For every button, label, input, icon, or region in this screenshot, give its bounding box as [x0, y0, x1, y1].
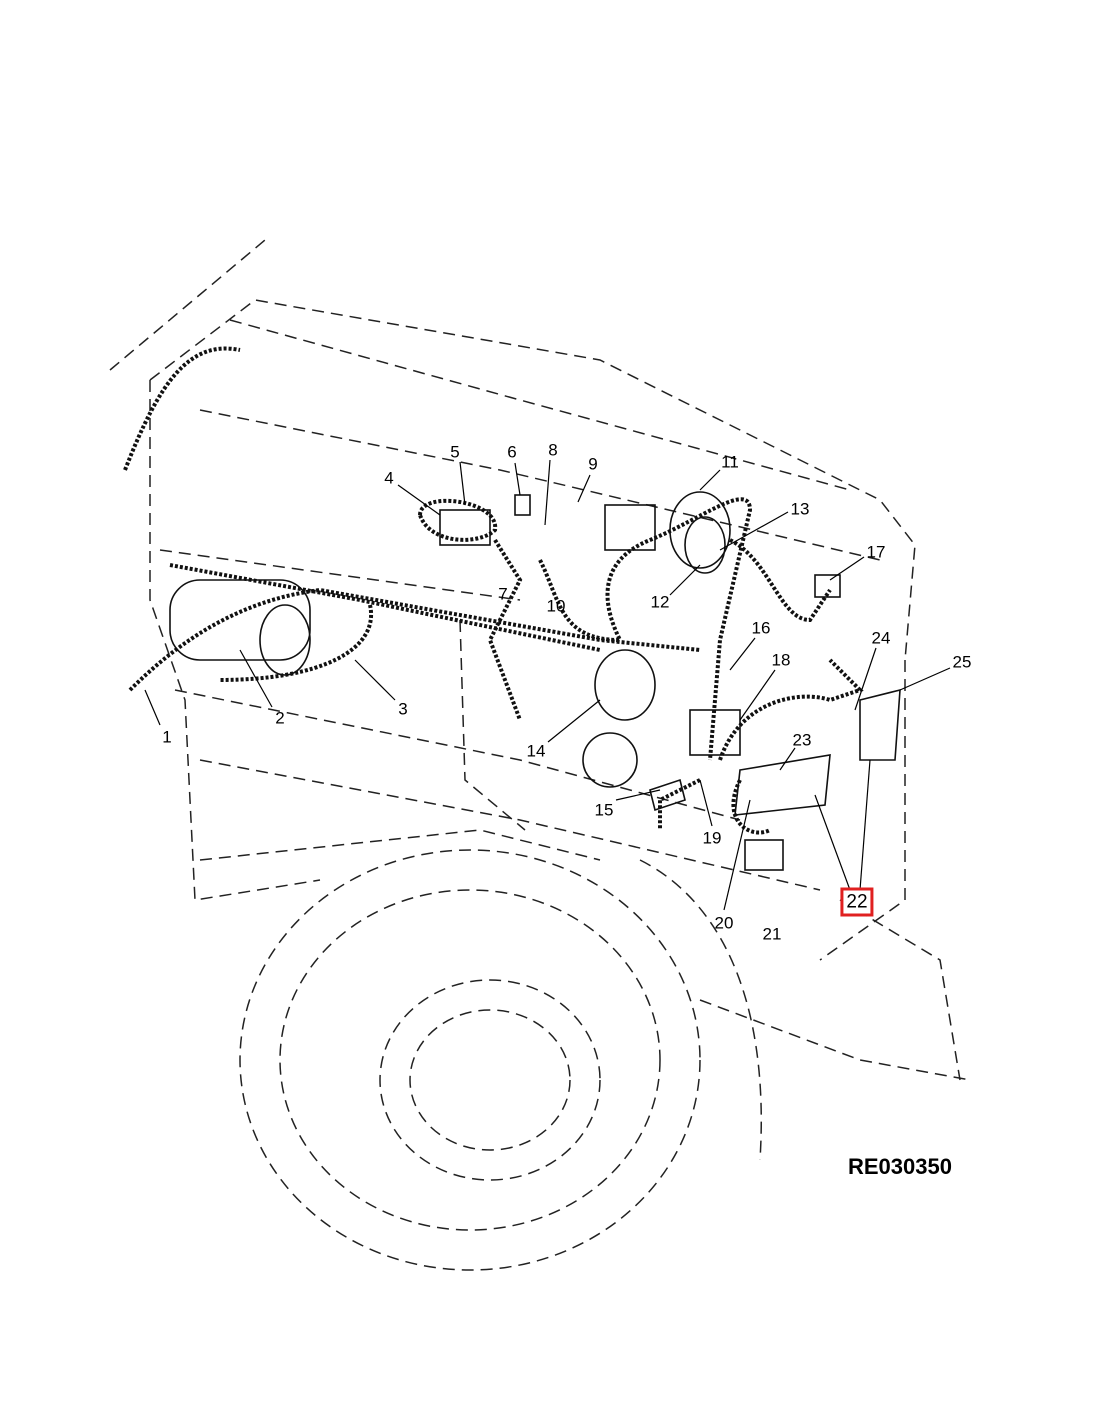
callout-label: 13: [790, 499, 810, 519]
callout-label: 14: [526, 741, 546, 761]
wire-harness: [123, 346, 864, 835]
callout-label: 19: [702, 828, 722, 848]
callout-label: 16: [751, 618, 771, 638]
callout-label: 3: [398, 699, 408, 719]
callout-label: 10: [546, 596, 566, 616]
callout-label: 20: [714, 913, 734, 933]
leader-lines: [144, 459, 951, 911]
components: [169, 491, 901, 871]
callout-label: 7: [498, 584, 508, 604]
callout-label: 11: [721, 452, 739, 472]
callout-label: 24: [871, 628, 891, 648]
callout-label: 2: [275, 708, 285, 728]
reference-code: RE030350: [848, 1154, 952, 1179]
callout-label: 6: [507, 442, 517, 462]
callout-label: 4: [384, 468, 394, 488]
callout-label: 5: [450, 442, 460, 462]
callout-label: 25: [952, 652, 972, 672]
callout-label: 23: [792, 730, 812, 750]
callout-label: 15: [594, 800, 614, 820]
callout-label-highlighted: 22: [840, 887, 874, 917]
wheel-outline: [239, 849, 762, 1271]
tractor-outline: [109, 239, 971, 1081]
callout-label: 17: [866, 542, 886, 562]
callout-label: 21: [762, 924, 782, 944]
callout-label: 9: [588, 454, 598, 474]
callout-label: 12: [650, 592, 670, 612]
callout-label: 18: [771, 650, 791, 670]
callout-label: 1: [162, 727, 172, 747]
callout-label: 8: [548, 440, 558, 460]
